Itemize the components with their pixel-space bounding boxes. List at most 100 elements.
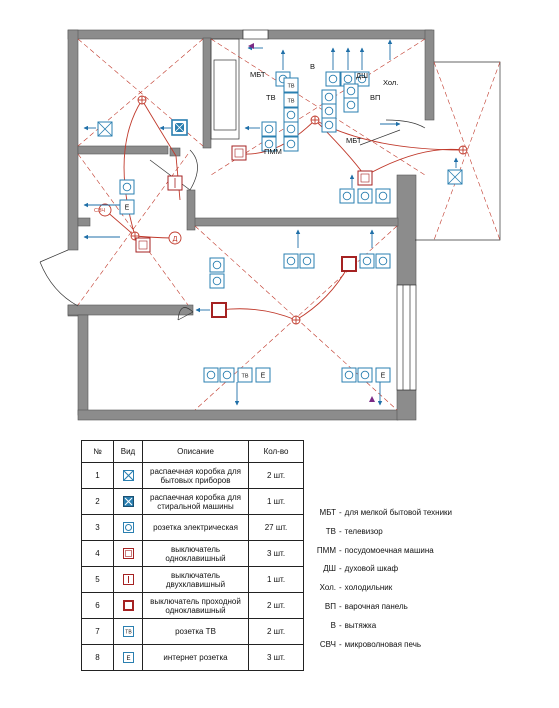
- switches: [135, 145, 373, 318]
- legend-item: Хол.-холодильник: [314, 579, 452, 598]
- legend-separator: -: [339, 601, 342, 611]
- cable-arrows: [83, 39, 459, 406]
- openings: [39, 29, 501, 391]
- junction-box-icon: [97, 121, 113, 137]
- socket-icon: [354, 71, 370, 87]
- legend-separator: -: [339, 508, 342, 517]
- internet-socket-glyph: Е: [125, 205, 130, 212]
- header-quantity: Кол-во: [248, 440, 304, 463]
- junction-box-washer-icon: [171, 119, 188, 136]
- appliance-labels: МБТ В ДШ Хол. ВП ТВ ПММ МБТ СВЧ: [94, 62, 398, 214]
- label-mbt-top: МБТ: [250, 70, 266, 79]
- legend-abbr: ТВ: [325, 526, 336, 536]
- legend-separator: -: [339, 583, 342, 593]
- legend-abbr: ПММ: [316, 545, 336, 555]
- cell-description: розетка ТВ: [142, 618, 249, 645]
- socket-icon: [341, 367, 357, 383]
- cell-num: 7: [81, 618, 114, 645]
- legend-text: духовой шкаф: [344, 564, 399, 574]
- socket-icon: [283, 253, 299, 269]
- cell-icon: [113, 566, 143, 593]
- cell-quantity: 2 шт.: [248, 618, 304, 645]
- cell-quantity: 3 шт.: [248, 540, 304, 567]
- tv-socket-icon: ТВ: [283, 92, 299, 108]
- tv-socket-glyph: ТВ: [287, 99, 294, 105]
- cell-num: 6: [81, 592, 114, 619]
- legend-separator: -: [339, 545, 342, 555]
- label-vp: ВП: [370, 93, 380, 102]
- socket-icon: [325, 71, 341, 87]
- socket-icon: [261, 121, 277, 137]
- internet-socket-icon: Е: [119, 199, 135, 215]
- legend-separator: -: [339, 620, 342, 630]
- ceiling-light-room: [291, 315, 301, 325]
- legend-item: В-вытяжка: [314, 617, 452, 636]
- label-dsh: ДШ: [356, 71, 368, 80]
- socket-icon: [357, 367, 373, 383]
- purple-markers: [248, 43, 375, 402]
- socket-icon: [343, 83, 359, 99]
- cell-description: распаечная коробка для бытовых приборов: [142, 462, 249, 489]
- socket-icon: [357, 188, 373, 204]
- cell-description: выключатель одноклавишный: [142, 540, 249, 567]
- legend-text: холодильник: [344, 583, 393, 593]
- legend-text: посудомоечная машина: [344, 545, 434, 555]
- ceiling-light-bath: [137, 95, 147, 105]
- cell-icon: [113, 488, 143, 515]
- walls: [67, 29, 435, 421]
- legend-abbr: ВП: [324, 601, 336, 611]
- cell-num: 4: [81, 540, 114, 567]
- header-description: Описание: [142, 440, 249, 463]
- socket-icon: [119, 179, 135, 195]
- tv-socket-icon: ТВ: [237, 367, 253, 383]
- tv-socket-glyph: ТВ: [287, 84, 294, 90]
- tv-socket-icon: ТВ: [122, 626, 134, 637]
- legend-item: ПММ-посудомоечная машина: [314, 542, 452, 561]
- cell-quantity: 2 шт.: [248, 592, 304, 619]
- cell-icon: ТВ: [113, 618, 143, 645]
- legend-item: ТВ-телевизор: [314, 523, 452, 542]
- legend-text: для мелкой бытовой техники: [344, 508, 453, 517]
- cell-num: 3: [81, 514, 114, 541]
- socket-icon: [321, 89, 337, 105]
- label-svch: СВЧ: [94, 208, 105, 214]
- cell-description: выключатель проходной одноклавишный: [142, 592, 249, 619]
- cell-icon: [113, 540, 143, 567]
- junction-box-washer-icon: [122, 496, 134, 507]
- socket-icon: [375, 253, 391, 269]
- cell-quantity: 1 шт.: [248, 566, 304, 593]
- label-v: В: [310, 62, 315, 71]
- internet-socket-icon: Е: [122, 652, 134, 663]
- legend-text: вытяжка: [344, 620, 377, 630]
- socket-icon: [343, 97, 359, 113]
- socket-icon: [209, 257, 225, 273]
- socket-icon: [321, 117, 337, 133]
- single-switch-icon: [357, 170, 373, 186]
- socket-icon: [209, 273, 225, 289]
- legend-item: МБТ-для мелкой бытовой техники: [314, 504, 452, 523]
- cell-icon: [113, 592, 143, 619]
- socket-icon: [321, 103, 337, 119]
- socket-icon: [283, 136, 299, 152]
- cell-description: распаечная коробка для стиральной машины: [142, 488, 249, 515]
- table-header-row: № Вид Описание Кол-во: [81, 440, 304, 463]
- cell-num: 1: [81, 462, 114, 489]
- internet-socket-icon: Е: [375, 367, 391, 383]
- legend-abbr: ДШ: [323, 564, 336, 574]
- double-switch-icon: [122, 574, 134, 585]
- single-switch-icon: [231, 145, 247, 161]
- cell-quantity: 27 шт.: [248, 514, 304, 541]
- svg-text:ТВ: ТВ: [125, 630, 132, 636]
- double-switch-icon: [167, 175, 183, 191]
- cell-description: розетка электрическая: [142, 514, 249, 541]
- cell-quantity: 1 шт.: [248, 488, 304, 515]
- socket-icon: [375, 188, 391, 204]
- legend-text: микроволновая печь: [344, 639, 422, 649]
- door-bell-point: [168, 231, 182, 245]
